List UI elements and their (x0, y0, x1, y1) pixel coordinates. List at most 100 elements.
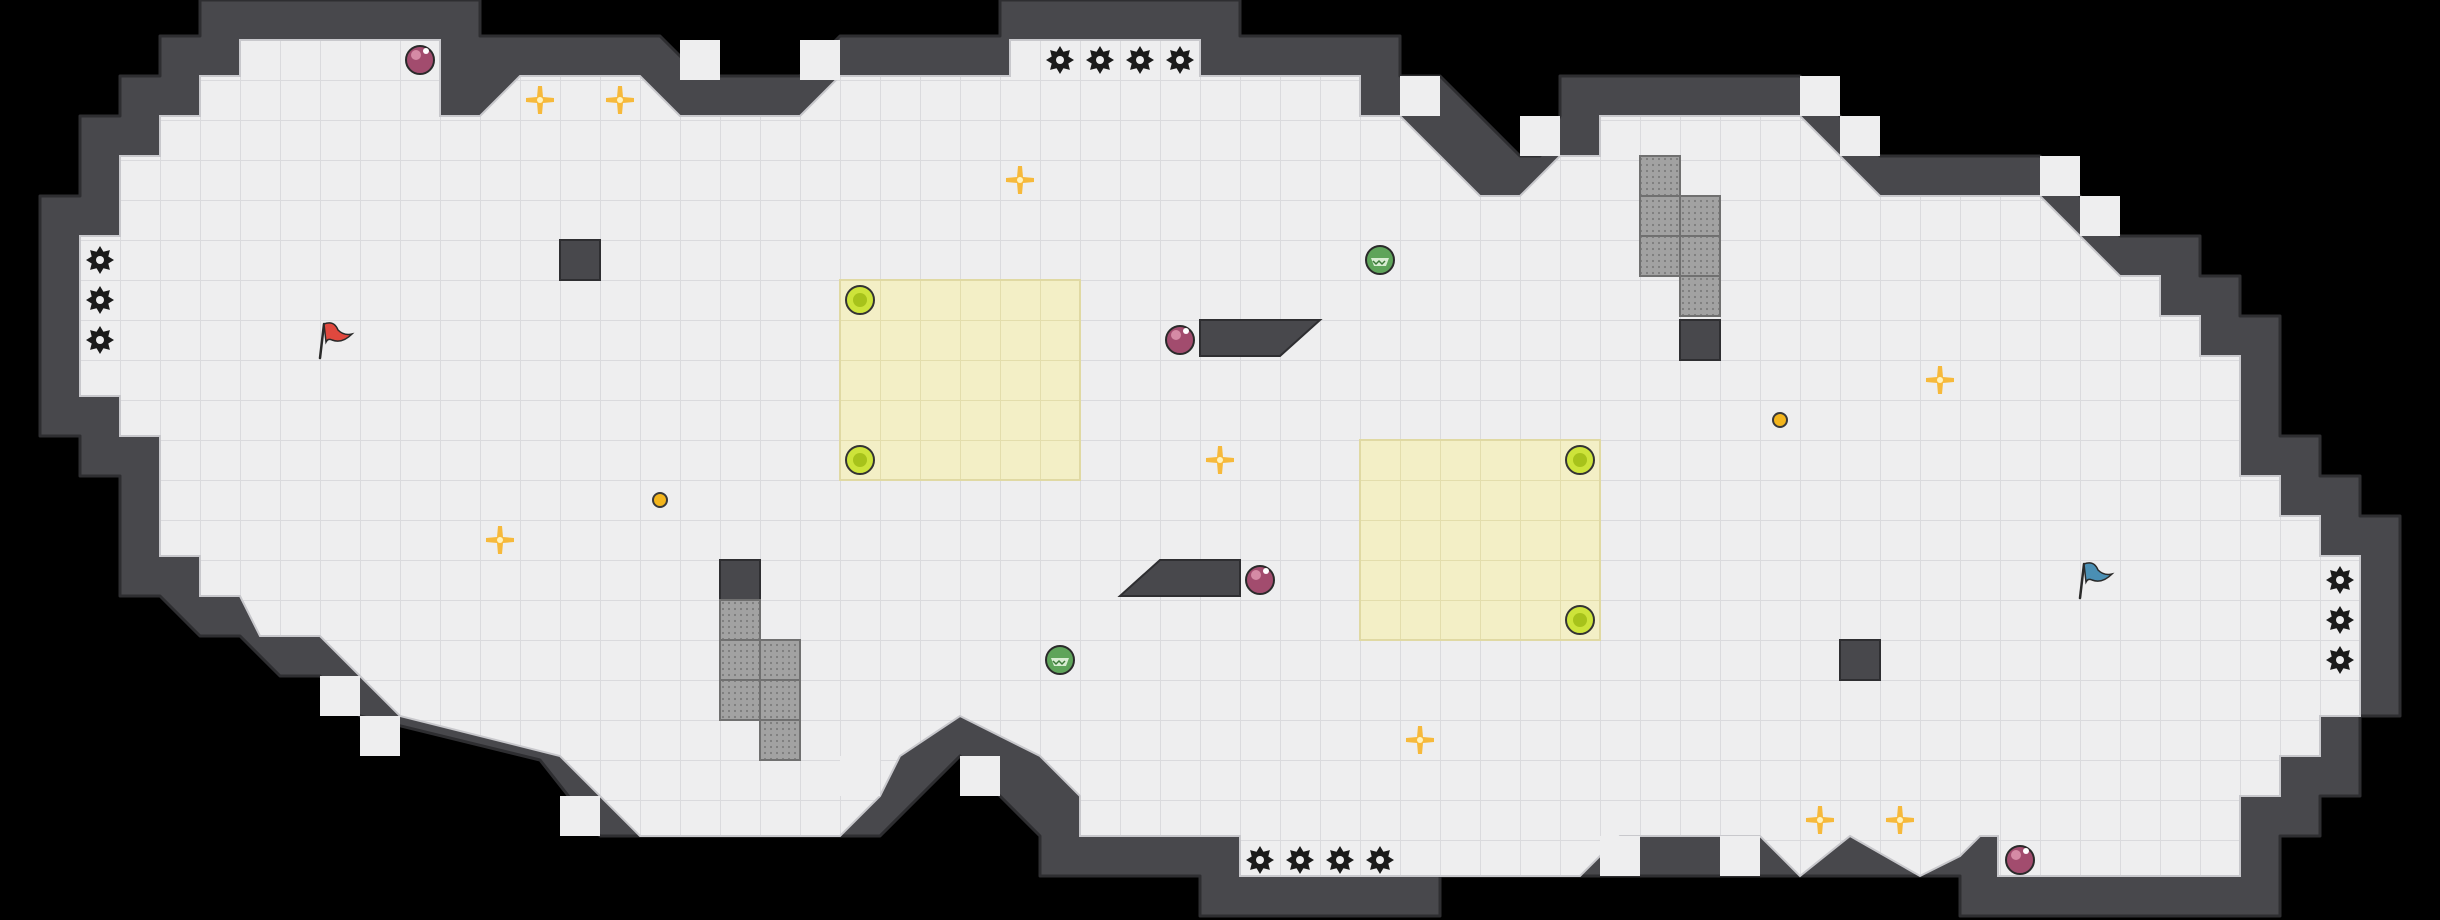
spark-core (537, 97, 543, 103)
gear-spike-icon (2326, 646, 2354, 674)
spark-pickup-icon (1406, 726, 1434, 754)
flag-cloth (2083, 562, 2115, 585)
spark-pickup-icon (1006, 166, 1034, 194)
orb-pickup-icon (1165, 325, 1195, 355)
orb-shine (2011, 850, 2021, 860)
gear-spike-icon (1166, 46, 1194, 74)
pressure-pad (1359, 439, 1601, 641)
wall-notch (680, 40, 720, 80)
items-layer (86, 45, 2354, 875)
solid-block (1679, 319, 1721, 361)
wall-notch (1600, 836, 1640, 876)
shell-zigzag (1052, 659, 1066, 666)
spark-core (497, 537, 503, 543)
orb-body (405, 45, 435, 75)
spark-pickup-icon (1926, 366, 1954, 394)
pressure-pad (839, 279, 1081, 481)
spark-core (1017, 177, 1023, 183)
spark-core (617, 97, 623, 103)
orb-glint (423, 48, 429, 54)
gear-spike-icon (86, 286, 114, 314)
mesh-block (1639, 195, 1681, 237)
gear-spike-icon (2326, 606, 2354, 634)
mesh-block (759, 639, 801, 681)
pad-node-inner (1573, 613, 1587, 627)
mesh-block (1639, 155, 1681, 197)
spark-core (1217, 457, 1223, 463)
wall-notch (960, 756, 1000, 796)
coin-pickup-icon (1772, 412, 1788, 428)
gear-hub (1336, 856, 1344, 864)
spark-pickup-icon (1886, 806, 1914, 834)
wall-ramp (1199, 319, 1323, 357)
spark-pickup-icon (486, 526, 514, 554)
gear-hub (2336, 616, 2344, 624)
gear-hub (1176, 56, 1184, 64)
spark-pickup-icon (1806, 806, 1834, 834)
orb-body (1165, 325, 1195, 355)
orb-pickup-icon (1245, 565, 1275, 595)
mesh-block (759, 719, 801, 761)
mesh-block (719, 679, 761, 721)
gear-spike-icon (1046, 46, 1074, 74)
gear-spike-icon (86, 246, 114, 274)
flag-pole (2078, 562, 2086, 600)
pad-node-inner (853, 453, 867, 467)
gear-spike-icon (86, 326, 114, 354)
mesh-block (719, 639, 761, 681)
wall-notch (320, 676, 360, 716)
orb-glint (2023, 848, 2029, 854)
pad-node-inner (1573, 453, 1587, 467)
gear-spike-icon (1246, 846, 1274, 874)
wall-notch (1840, 116, 1880, 156)
spark-core (1937, 377, 1943, 383)
gear-hub (2336, 576, 2344, 584)
gear-hub (1096, 56, 1104, 64)
pad-node (1565, 605, 1595, 635)
orb-pickup-icon (2005, 845, 2035, 875)
gear-hub (2336, 656, 2344, 664)
mesh-block (1639, 235, 1681, 277)
wall-notch (1720, 836, 1760, 876)
shell-pickup-icon (1365, 245, 1395, 275)
gear-spike-icon (2326, 566, 2354, 594)
spark-core (1897, 817, 1903, 823)
flag-cloth (323, 322, 355, 345)
pads-layer (839, 279, 1601, 641)
flag-pole (318, 322, 326, 360)
spark-core (1417, 737, 1423, 743)
wall-ramp (1117, 559, 1241, 597)
gear-spike-icon (1086, 46, 1114, 74)
wall-notch (1520, 116, 1560, 156)
wall-notch (2080, 196, 2120, 236)
orb-shine (1251, 570, 1261, 580)
wall-notch (560, 796, 600, 836)
shell-pickup-icon (1045, 645, 1075, 675)
solid-block (559, 239, 601, 281)
wall-notch (2040, 156, 2080, 196)
pad-node (845, 445, 875, 475)
red-flag-icon (318, 322, 355, 360)
spark-pickup-icon (1206, 446, 1234, 474)
orb-shine (411, 50, 421, 60)
gear-hub (96, 256, 104, 264)
mesh-block (1679, 195, 1721, 237)
wall-notch (1800, 76, 1840, 116)
mesh-block (1679, 235, 1721, 277)
wall-notch (840, 756, 880, 796)
pad-node-inner (853, 293, 867, 307)
orb-shine (1171, 330, 1181, 340)
orb-pickup-icon (405, 45, 435, 75)
gear-hub (1256, 856, 1264, 864)
gear-spike-icon (1366, 846, 1394, 874)
gear-hub (1136, 56, 1144, 64)
wall-notch (1400, 76, 1440, 116)
gear-spike-icon (1286, 846, 1314, 874)
orb-body (2005, 845, 2035, 875)
orb-glint (1183, 328, 1189, 334)
spark-core (1817, 817, 1823, 823)
gear-hub (1056, 56, 1064, 64)
shell-zigzag (1372, 259, 1386, 266)
